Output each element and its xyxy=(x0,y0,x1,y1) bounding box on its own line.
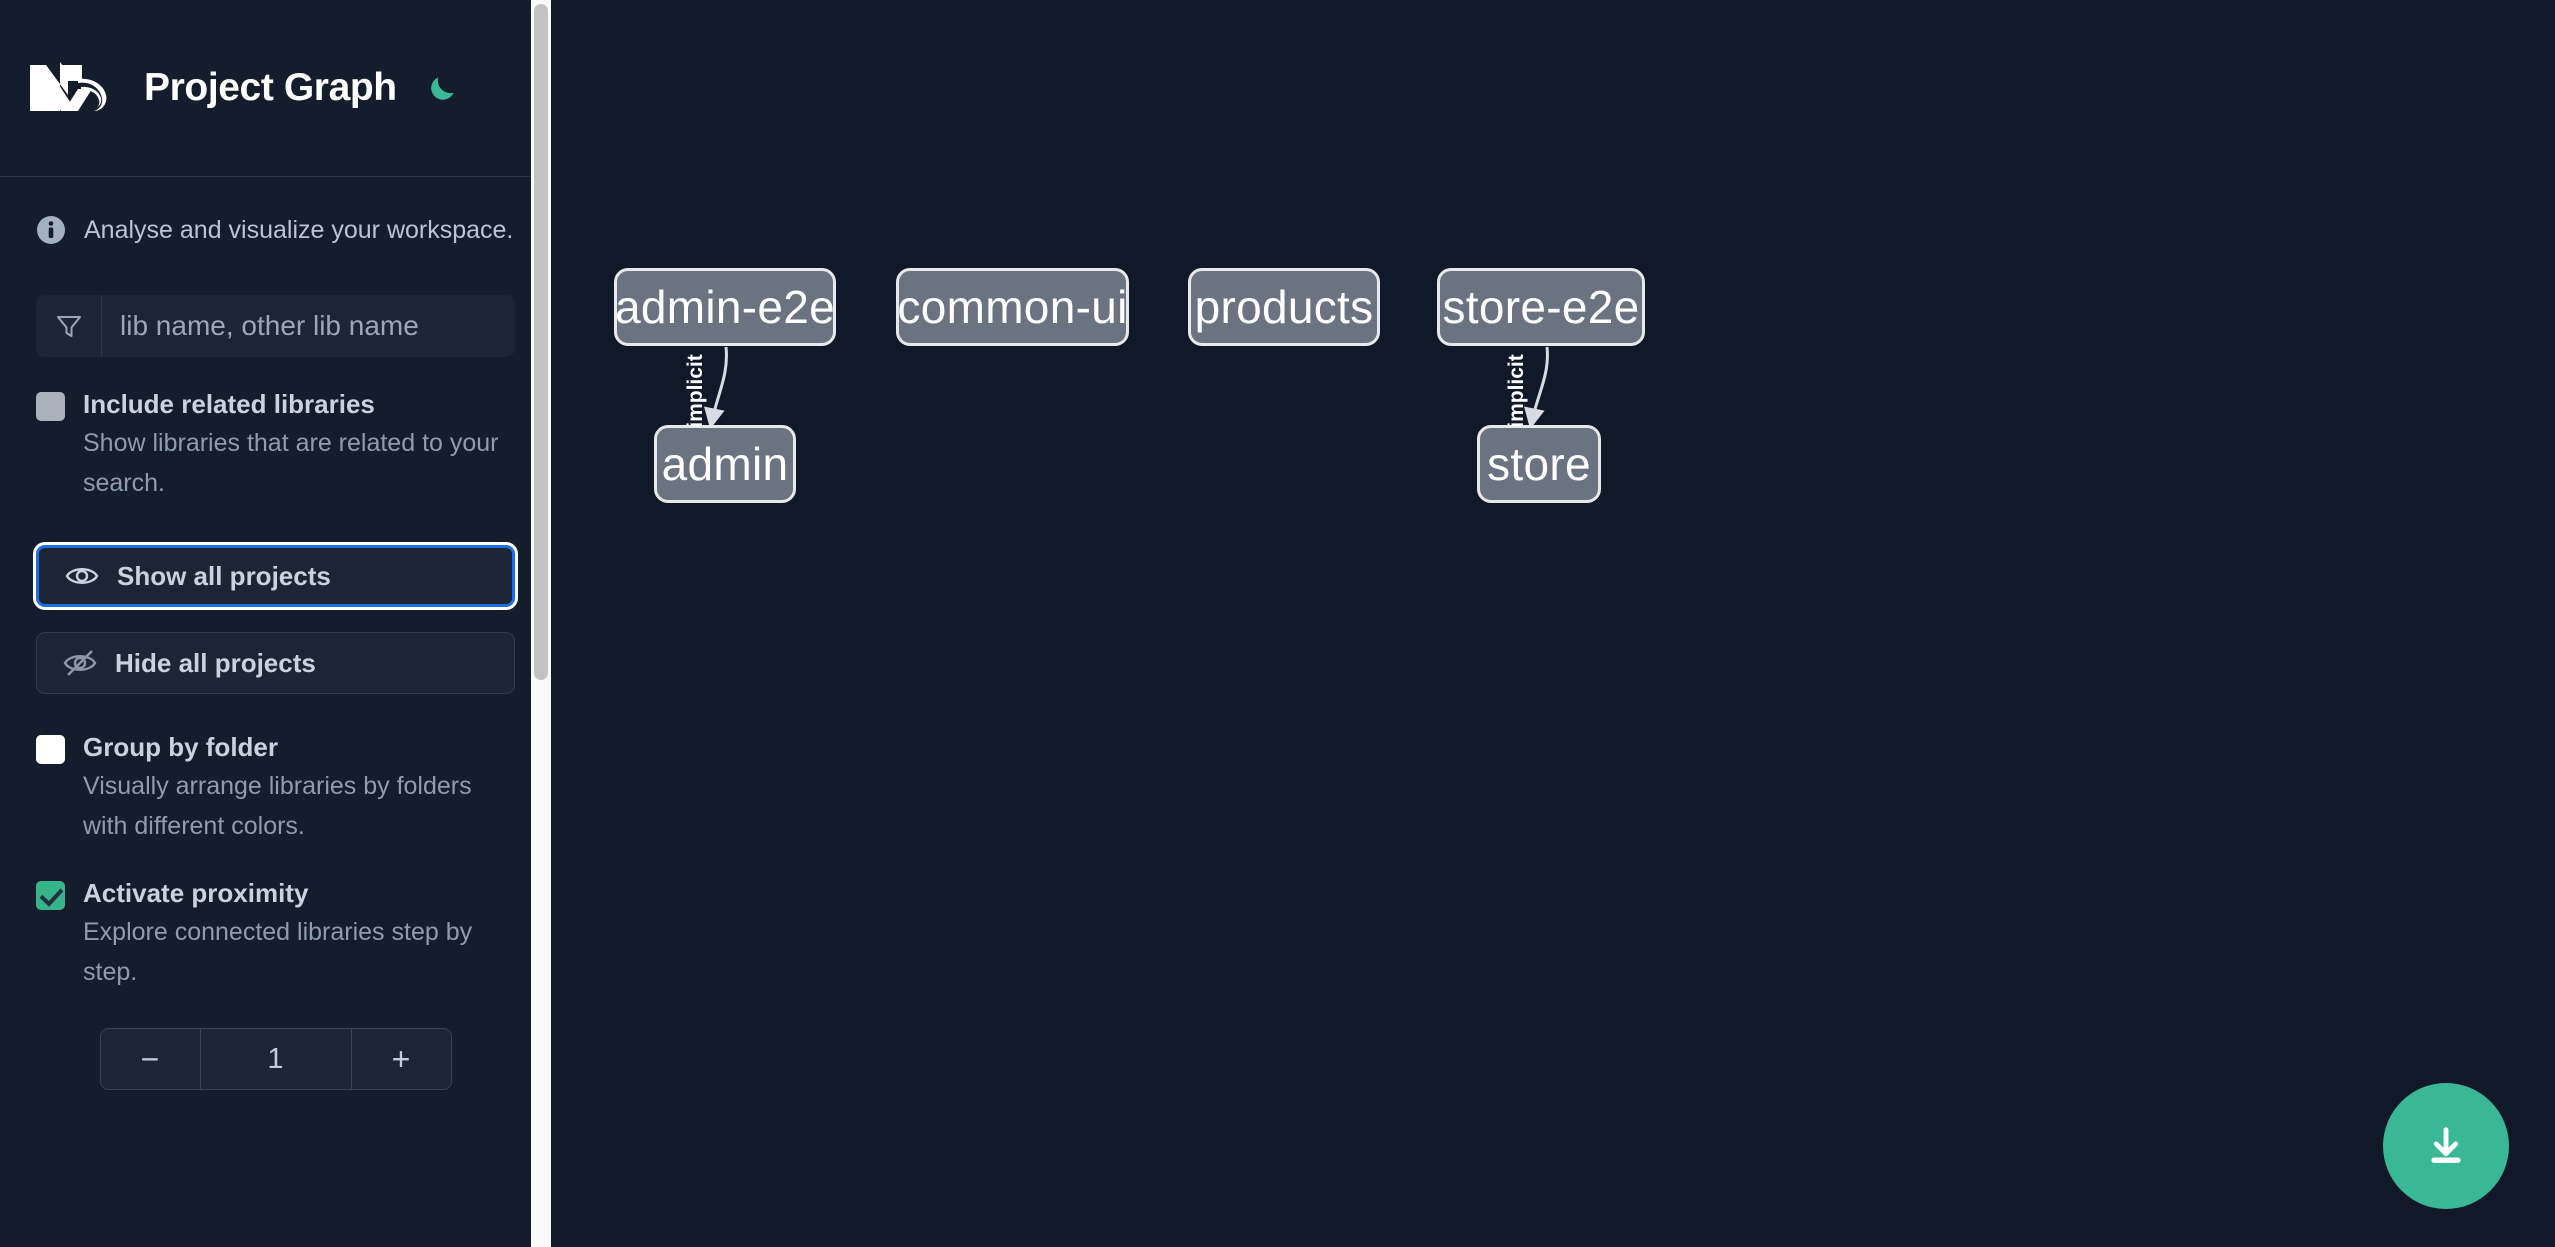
edge-label-store-implicit: implicit xyxy=(1504,354,1528,428)
proximity-increment-button[interactable]: + xyxy=(350,1029,451,1089)
tagline-text: Analyse and visualize your workspace. xyxy=(84,215,514,244)
option-group-by-folder[interactable]: Group by folder Visually arrange librari… xyxy=(36,732,515,846)
eye-off-icon xyxy=(63,646,97,680)
hide-all-projects-label: Hide all projects xyxy=(115,647,316,678)
info-icon xyxy=(36,215,66,245)
search-field[interactable] xyxy=(36,295,515,357)
graph-node-admin-e2e[interactable]: admin-e2e xyxy=(614,268,836,346)
eye-icon xyxy=(65,559,99,593)
node-label: admin xyxy=(661,438,789,490)
option-title: Group by folder xyxy=(83,732,278,762)
option-description: Explore connected libraries step by step… xyxy=(83,918,473,986)
option-description: Show libraries that are related to your … xyxy=(83,429,499,497)
search-input[interactable] xyxy=(102,295,515,357)
sidebar: Project Graph Analyse and visualize your… xyxy=(0,0,551,1247)
include-related-libraries-checkbox[interactable] xyxy=(36,392,65,421)
option-activate-proximity[interactable]: Activate proximity Explore connected lib… xyxy=(36,878,515,992)
page-title: Project Graph xyxy=(144,66,397,109)
activate-proximity-checkbox[interactable] xyxy=(36,881,65,910)
proximity-stepper: − 1 + xyxy=(99,1028,452,1090)
show-all-projects-button[interactable]: Show all projects xyxy=(36,545,515,607)
moon-icon[interactable] xyxy=(423,68,463,108)
show-all-projects-label: Show all projects xyxy=(117,560,331,591)
project-visibility-buttons: Show all projects Hide all projects xyxy=(36,545,515,694)
tagline: Analyse and visualize your workspace. xyxy=(36,177,515,283)
node-label: products xyxy=(1194,281,1374,333)
proximity-decrement-button[interactable]: − xyxy=(100,1029,201,1089)
nx-logo xyxy=(26,57,122,119)
hide-all-projects-button[interactable]: Hide all projects xyxy=(36,632,515,694)
graph-node-products[interactable]: products xyxy=(1188,268,1380,346)
graph-node-admin[interactable]: admin xyxy=(654,425,796,503)
button-spacer xyxy=(36,607,515,632)
graph-edges xyxy=(704,346,1549,430)
graph-node-common-ui[interactable]: common-ui xyxy=(896,268,1129,346)
sidebar-scrollbar-thumb[interactable] xyxy=(534,4,548,680)
download-icon xyxy=(2420,1119,2472,1174)
option-description: Visually arrange libraries by folders wi… xyxy=(83,772,472,840)
sidebar-body: Analyse and visualize your workspace. In… xyxy=(0,177,551,1090)
option-title: Activate proximity xyxy=(83,878,309,908)
graph-canvas[interactable]: admin-e2e common-ui products store-e2e a… xyxy=(551,0,2555,1247)
download-graph-button[interactable] xyxy=(2383,1083,2509,1209)
node-label: admin-e2e xyxy=(614,281,836,333)
group-by-folder-checkbox[interactable] xyxy=(36,735,65,764)
filter-icon xyxy=(36,295,102,357)
node-label: common-ui xyxy=(897,281,1128,333)
option-title: Include related libraries xyxy=(83,389,375,419)
edge-label-admin-implicit: implicit xyxy=(683,354,707,428)
node-label: store-e2e xyxy=(1442,281,1640,333)
graph-node-store-e2e[interactable]: store-e2e xyxy=(1437,268,1645,346)
sidebar-scrollbar-track[interactable] xyxy=(531,0,551,1247)
node-label: store xyxy=(1487,438,1591,490)
proximity-value: 1 xyxy=(200,1029,351,1089)
sidebar-header: Project Graph xyxy=(0,0,551,177)
option-include-related-libraries[interactable]: Include related libraries Show libraries… xyxy=(36,389,515,503)
graph-node-store[interactable]: store xyxy=(1477,425,1601,503)
